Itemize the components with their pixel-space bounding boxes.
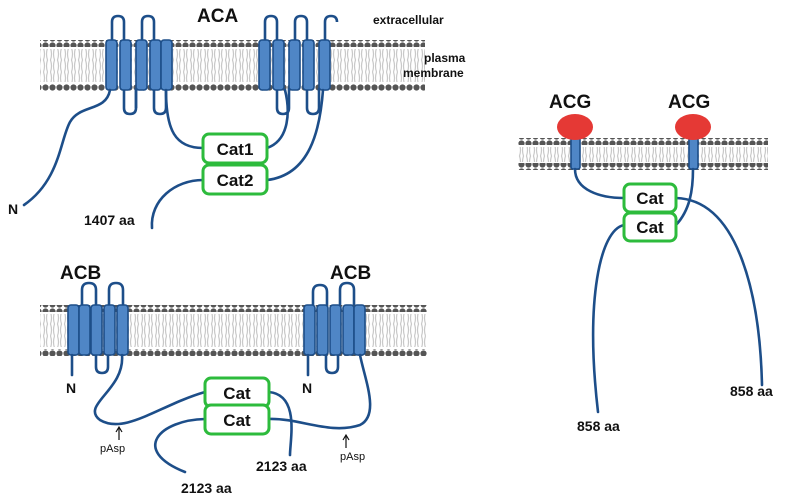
acg-title-right: ACG (668, 92, 710, 113)
acb-n-terminus-right: N (302, 380, 312, 396)
acg-chain (573, 167, 764, 414)
aca-chain (22, 88, 325, 230)
acb-title-right: ACB (330, 263, 371, 284)
acg-cat-label-2: Cat (636, 218, 664, 237)
acb-cat-label-1: Cat (223, 384, 251, 403)
acb-length-label-left: 2123 aa (181, 480, 232, 496)
acg-domain-right (675, 114, 711, 140)
acb-cat-box-2 (203, 403, 271, 436)
plasma-label: plasma (424, 51, 466, 65)
acg-length-label-right: 858 aa (730, 383, 773, 399)
acg-length-label-left: 858 aa (577, 418, 620, 434)
aca-transmembrane-helices (105, 14, 339, 116)
aca-membrane (40, 40, 425, 91)
aca-catalytic-domains: Cat1 Cat2 (201, 132, 269, 196)
aca-length-label: 1407 aa (84, 212, 135, 228)
acb-n-terminus-left: N (66, 380, 76, 396)
acb-transmembrane-helices (67, 281, 366, 375)
cat2-label: Cat2 (217, 171, 254, 190)
cat2-box (201, 163, 269, 196)
pasp-arrows (115, 425, 350, 448)
acg-domain-left (557, 114, 593, 140)
acg-cat-box-2 (622, 211, 678, 243)
acg-catalytic-domains: Cat Cat (622, 182, 678, 243)
acb-length-label-right: 2123 aa (256, 458, 307, 474)
acg-cat-label-1: Cat (636, 189, 664, 208)
acb-chain (70, 353, 372, 474)
aca-n-terminus: N (8, 201, 18, 217)
acb-catalytic-domains: Cat Cat (203, 376, 271, 436)
aca-title: ACA (197, 6, 238, 27)
acb-title-left: ACB (60, 263, 101, 284)
cat1-label: Cat1 (217, 140, 254, 159)
pasp-label-left: pAsp (100, 443, 125, 455)
acg-extracellular-domains (557, 114, 711, 140)
acg-title-left: ACG (549, 92, 591, 113)
acg-membrane (518, 138, 768, 170)
cat1-box (201, 132, 269, 165)
pasp-label-right: pAsp (340, 451, 365, 463)
extracellular-label: extracellular (373, 13, 444, 27)
acb-cat-label-2: Cat (223, 411, 251, 430)
membrane-label: membrane (403, 66, 464, 80)
